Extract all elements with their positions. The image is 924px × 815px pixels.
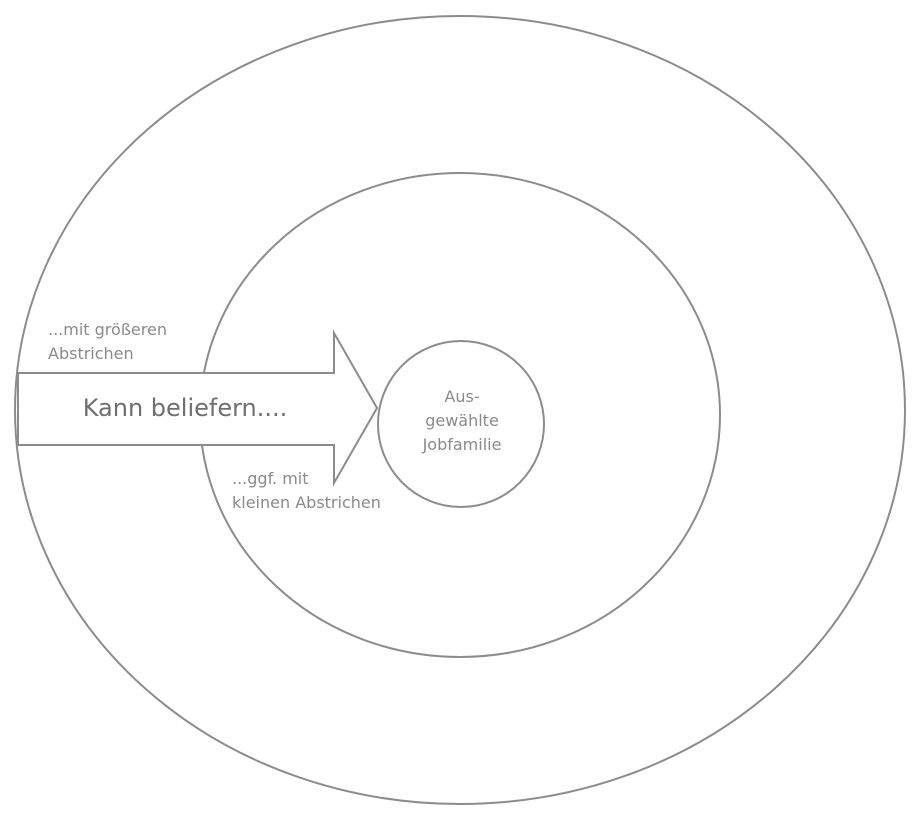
center-label-line1: Aus- bbox=[444, 387, 480, 406]
outer-ring-label-line2: Abstrichen bbox=[48, 344, 134, 363]
outer-ring-label: ...mit größeren Abstrichen bbox=[48, 318, 167, 366]
middle-ring-label: ...ggf. mit kleinen Abstrichen bbox=[232, 467, 381, 515]
center-label-line3: Jobfamilie bbox=[422, 435, 502, 454]
arrow-label: Kann beliefern.... bbox=[82, 394, 288, 422]
outer-ring-label-line1: ...mit größeren bbox=[48, 320, 167, 339]
arrow bbox=[17, 329, 379, 487]
center-circle bbox=[377, 340, 545, 508]
center-label-line2: gewählte bbox=[425, 411, 499, 430]
outer-ring bbox=[14, 15, 906, 805]
center-label: Aus- gewählte Jobfamilie bbox=[382, 385, 542, 457]
middle-ring-label-line1: ...ggf. mit bbox=[232, 469, 309, 488]
middle-ring-label-line2: kleinen Abstrichen bbox=[232, 493, 381, 512]
